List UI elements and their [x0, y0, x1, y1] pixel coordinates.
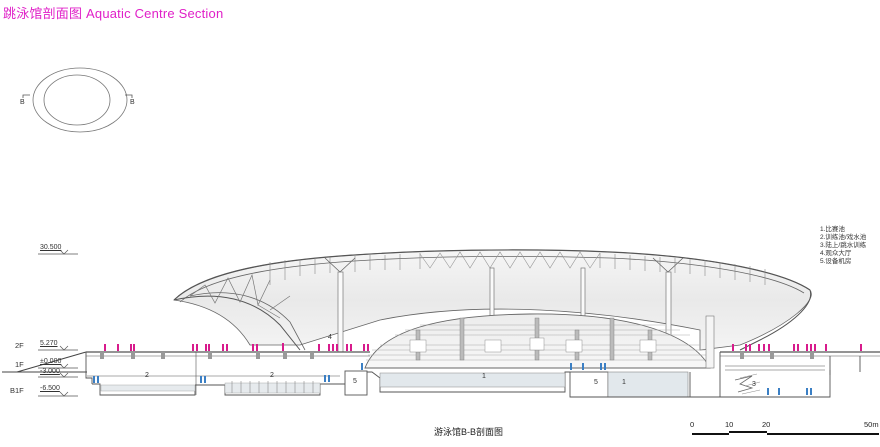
legend-item: 4.观众大厅 — [820, 250, 852, 257]
legend-item: 2.训练池/戏水池 — [820, 234, 867, 241]
level-roof: 30.500 — [40, 244, 62, 251]
space-training-pool-a: 2 — [145, 372, 149, 379]
drawing-title: 跳泳馆剖面图 Aquatic Centre Section — [3, 6, 224, 21]
lower-structure — [85, 352, 861, 398]
space-hall: 4 — [328, 334, 332, 341]
floor-label-1f: 1F — [15, 360, 24, 369]
legend-item: 5.设备机房 — [820, 258, 852, 265]
space-diving-pool: 1 — [622, 379, 626, 386]
scale-tick-10: 10 — [725, 420, 734, 429]
space-training-pool-b: 2 — [270, 372, 274, 379]
space-dry-training: 3 — [752, 381, 756, 388]
people-upper — [104, 343, 862, 351]
scale-bar — [692, 431, 879, 435]
level-markers — [38, 249, 78, 397]
level-minus6-5: -6.500 — [40, 385, 60, 392]
section-marker-right: B — [130, 99, 135, 106]
legend-item: 1.比赛池 — [820, 226, 845, 233]
level-2f: 5.270 — [40, 340, 58, 347]
floor-label-2f: 2F — [15, 341, 24, 350]
people-lower — [93, 363, 812, 395]
scale-tick-0: 0 — [690, 420, 695, 429]
legend: 1.比赛池 2.训练池/戏水池 3.陆上/跳水训练 4.观众大厅 5.设备机房 — [820, 226, 866, 266]
level-minus3: -3.000 — [40, 368, 60, 375]
roof-structure — [173, 249, 812, 353]
key-plan — [22, 67, 133, 133]
legend-item: 3.陆上/跳水训练 — [820, 242, 867, 249]
section-marker-left: B — [20, 99, 25, 106]
space-competition-pool: 1 — [482, 373, 486, 380]
space-plant-room-b: 5 — [594, 379, 598, 386]
scale-tick-50m: 50m — [864, 420, 879, 429]
scale-tick-20: 20 — [762, 420, 771, 429]
drawing-caption: 游泳馆B-B剖面图 — [434, 427, 504, 437]
floor-label-b1f: B1F — [10, 386, 24, 395]
level-1f: ±0.000 — [40, 358, 62, 365]
seating-bowl — [364, 313, 711, 369]
space-plant-room-a: 5 — [353, 378, 357, 385]
